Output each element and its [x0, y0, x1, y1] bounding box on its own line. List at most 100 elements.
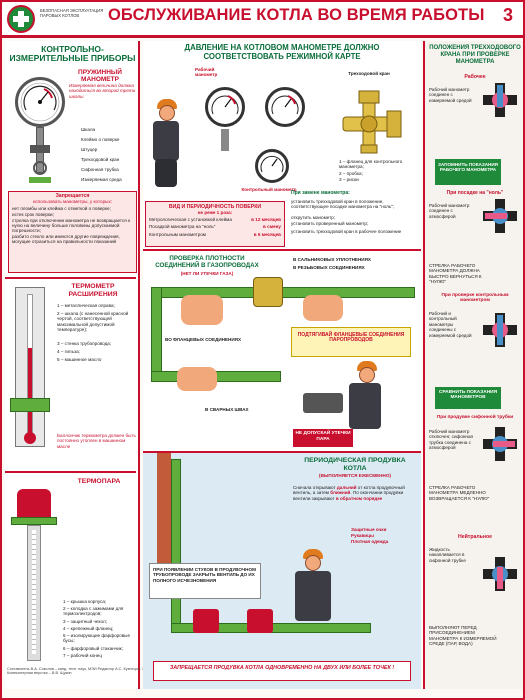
- measured-medium-pipe: [29, 177, 51, 183]
- no-steam-warning: НЕ ДОПУСКАЙ УТЕЧКИ ПАРА: [293, 429, 353, 447]
- position-control: При проверке контрольным манометром: [441, 293, 509, 304]
- steam-flange-icon: [303, 393, 343, 413]
- section-divider: [143, 249, 421, 251]
- thermometer-part: 1 – металлическая оправа;: [57, 303, 115, 308]
- position-note: Жидкость накапливается в сифонной трубке: [429, 547, 466, 563]
- three-way-valve-siphon-icon: [483, 427, 517, 461]
- blowdown-title: ПЕРИОДИЧЕСКАЯ ПРОДУВКА КОТЛА: [304, 457, 406, 472]
- near-valve-icon: [247, 609, 273, 633]
- knock-note-box: ПРИ ПОЯВЛЕНИИ СТУКОВ В ПРОДУВОЧНОМ ТРУБО…: [149, 563, 261, 599]
- series-label: БЕЗОПАСНАЯ ЭКСПЛУАТАЦИЯ ПАРОВЫХ КОТЛОВ: [40, 8, 104, 18]
- position-siphon: При продувке сифонной трубки: [436, 415, 514, 420]
- tighten-box: ПОДТЯГИВАЙ ФЛАНЦЕВЫЕ СОЕДИНЕНИЯ ПАРОПРОВ…: [291, 327, 411, 357]
- blowdown-text: Сначала открывают дальний от котла проду…: [293, 485, 405, 501]
- position-arrow-note: ВЫПОЛНЯЮТ ПЕРЕД ПРИСОЕДИНЕНИЕМ МАНОМЕТРА…: [429, 625, 497, 647]
- section-divider: [143, 451, 421, 453]
- check-row-value: в 6 месяцев: [253, 231, 281, 237]
- check-row-label: Посадкой манометра на "ноль": [149, 224, 216, 230]
- control-gauge-label: Контрольный манометр: [241, 187, 297, 192]
- thermocouple-icon: [17, 489, 51, 519]
- working-gauge-icon-2: [265, 87, 305, 127]
- pressure-title: ДАВЛЕНИЕ НА КОТЛОВОМ МАНОМЕТРЕ ДОЛЖНО СО…: [184, 43, 380, 61]
- check-row-value: в смену: [263, 224, 281, 230]
- thermocouple-part: 5 – изолирующие фарфоровые бусы;: [63, 633, 131, 644]
- hand-sponge-icon-2: [303, 295, 343, 321]
- three-way-valve-zero-icon: [483, 199, 517, 233]
- ppe-item: Плотная одежда: [351, 539, 389, 544]
- three-way-valve-icon: [30, 145, 50, 153]
- control-gauge-icon: [255, 149, 289, 183]
- thermocouple-part: 4 – крепежный фланец;: [63, 626, 114, 631]
- position-neutral: Нейтральное: [457, 534, 493, 540]
- spring-gauge-title: ПРУЖИННЫЙ МАНОМЕТР: [78, 69, 122, 83]
- page-number: 3: [502, 5, 513, 25]
- gauge-note: Измеряемая величина должна находиться во…: [69, 83, 136, 99]
- thermometer-title: ТЕРМОМЕТР РАСШИРЕНИЯ: [68, 283, 118, 298]
- remember-label: ЗАПОМНИТЬ ПОКАЗАНИЯ РАБОЧЕГО МАНОМЕТРА: [438, 162, 498, 173]
- boiler-wall-brick: [157, 453, 171, 563]
- thermometer-part: 5 – машинное масло: [57, 357, 102, 362]
- blowdown-section: ПЕРИОДИЧЕСКАЯ ПРОДУВКА КОТЛА (ВЫПОЛНЯЕТС…: [143, 453, 421, 689]
- valve-positions-title: ПОЛОЖЕНИЯ ТРЕХХОДОВОГО КРАНА ПРИ ПРОВЕРК…: [429, 45, 521, 65]
- position-arrow-note: СТРЕЛКА РАБОЧЕГО МАНОМЕТРА ДОЛЖНА БЫСТРО…: [429, 263, 482, 285]
- worker-head-icon: [305, 555, 321, 571]
- thermometer-part: 3 – стенка трубопровода;: [57, 341, 112, 346]
- check-row-value: в 12 месяцев: [251, 216, 281, 222]
- replace-item: установить трехходовой кран в положение,…: [291, 199, 395, 210]
- prohibit-blowdown-box: ЗАПРЕЩАЕТСЯ ПРОДУВКА КОТЛА ОДНОВРЕМЕННО …: [153, 661, 411, 681]
- thermocouple-title: ТЕРМОПАРА: [77, 478, 121, 485]
- position-zero: При посадке на "ноль": [446, 190, 504, 196]
- flanged-label: ВО ФЛАНЦЕВЫХ СОЕДИНЕНИЯХ: [165, 337, 242, 342]
- valve-part: 1 – фланец для контрольного манометра;: [339, 159, 403, 170]
- three-way-valve-neutral-icon: [483, 557, 517, 591]
- worker-head-icon: [359, 367, 375, 383]
- thermometer-part: 4 – гильза;: [57, 349, 80, 354]
- prohibited-item: нет пломбы или клейма с отметкой о повер…: [12, 205, 111, 211]
- gas-valve-icon: [253, 277, 283, 307]
- knock-note: ПРИ ПОЯВЛЕНИИ СТУКОВ В ПРОДУВОЧНОМ ТРУБО…: [153, 567, 256, 583]
- replace-item: открутить манометр;: [291, 215, 336, 220]
- prohibit-blowdown: ЗАПРЕЩАЕТСЯ ПРОДУВКА КОТЛА ОДНОВРЕМЕННО …: [169, 665, 395, 671]
- replace-item: установить трехходовой кран в рабочее по…: [291, 229, 402, 234]
- thermocouple-part: 2 – колодка с зажимами для термоэлектрод…: [63, 606, 124, 617]
- worker-body-icon: [295, 571, 331, 621]
- middle-column: ДАВЛЕНИЕ НА КОТЛОВОМ МАНОМЕТРЕ ДОЛЖНО СО…: [143, 41, 421, 689]
- worker-helmet-icon: [157, 99, 177, 109]
- left-column: КОНТРОЛЬНО-ИЗМЕРИТЕЛЬНЫЕ ПРИБОРЫ ПРУЖИНН…: [5, 41, 182, 689]
- compare-label: СРАВНИТЬ ПОКАЗАНИЯ МАНОМЕТРОВ: [438, 390, 498, 401]
- check-periodicity-box: Вид и периодичность поверки не реже 1 ра…: [145, 201, 285, 247]
- three-way-valve-control-icon: [483, 313, 517, 347]
- credits: Составитель В.А. Соколов – канд. техн. н…: [7, 667, 183, 676]
- position-note: Рабочий манометр отключен; сифонная труб…: [429, 429, 473, 451]
- three-way-valve-working-icon: [483, 83, 517, 117]
- check-row-label: Контрольным манометром: [149, 231, 206, 237]
- spring-gauge-icon: [15, 77, 65, 127]
- ppe-item: Рукавицы: [351, 533, 374, 538]
- section-divider: [5, 471, 136, 473]
- part-siphon: Сифонная трубка: [81, 167, 119, 172]
- worker-helmet-icon: [357, 361, 377, 371]
- ppe-item: Защитные очки: [351, 527, 387, 532]
- thermometer-icon: [10, 287, 50, 447]
- worker-helmet-icon: [303, 549, 323, 559]
- three-way-valve-icon: [329, 87, 409, 157]
- three-way-valve-label: Трехходовой кран: [348, 71, 390, 76]
- valve-part: 2 – пробка;: [339, 171, 363, 176]
- blowdown-pipe: [171, 459, 181, 629]
- blowdown-subtitle: (ВЫПОЛНЯЕТСЯ ЕЖЕСМЕННО): [319, 473, 391, 478]
- remember-box: ЗАПОМНИТЬ ПОКАЗАНИЯ РАБОЧЕГО МАНОМЕТРА: [435, 159, 501, 185]
- part-scale: Шкала: [81, 127, 96, 132]
- right-column: ПОЛОЖЕНИЯ ТРЕХХОДОВОГО КРАНА ПРИ ПРОВЕРК…: [423, 41, 523, 689]
- worker-body-icon: [153, 121, 179, 161]
- gland-seals-label: В САЛЬНИКОВЫХ УПЛОТНЕНИЯХ: [293, 257, 371, 262]
- hand-sponge-icon: [181, 295, 223, 325]
- prohibited-item: истек срок поверки;: [12, 212, 54, 218]
- position-working: Рабочее: [464, 74, 486, 80]
- thermocouple-part: 3 – защитный чехол;: [63, 619, 107, 624]
- section-divider: [5, 277, 136, 279]
- tightness-subtitle: (НЕТ ЛИ УТЕЧКИ ГАЗА): [180, 271, 234, 276]
- thermometer-part: 2 – шкала (с нанесенной красной чертой, …: [57, 311, 129, 333]
- check-row-label: Метрологическая с установкой клейма: [149, 216, 232, 222]
- siphon-tube-icon: [33, 161, 47, 175]
- thermocouple-part: 7 – рабочий конец: [63, 653, 102, 658]
